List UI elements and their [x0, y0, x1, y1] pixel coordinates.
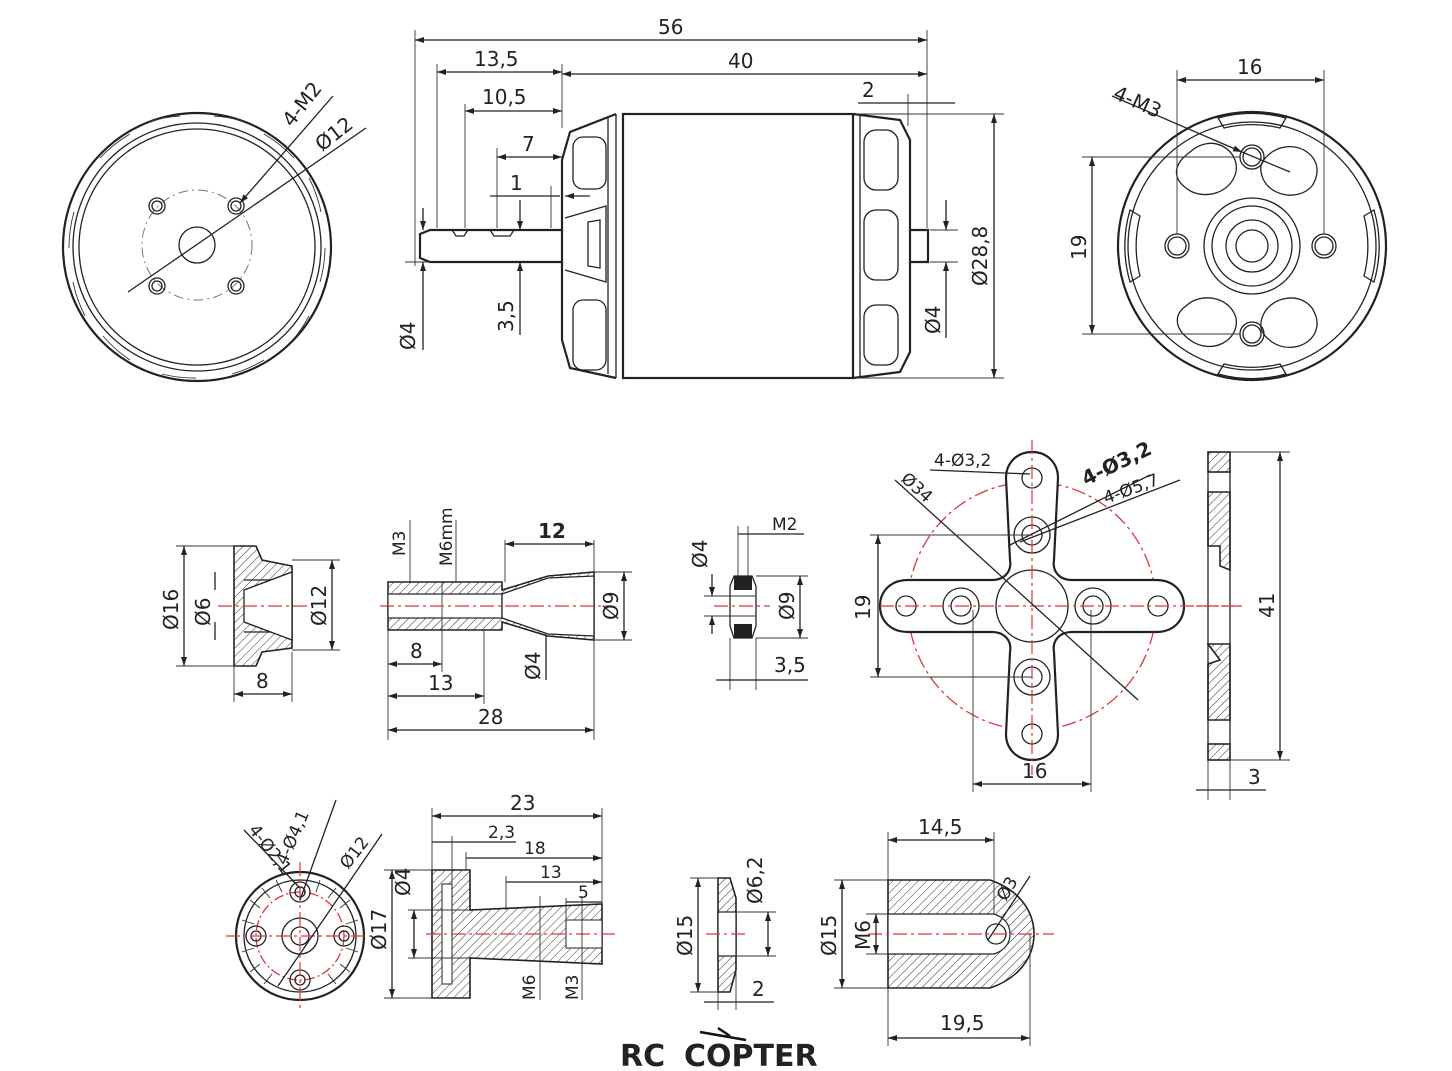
dim-can-diameter: Ø28,8: [968, 226, 992, 286]
part-spinner: 14,5 Ø3 Ø15 M6 19,5: [817, 815, 1054, 1046]
spinner-m6: M6: [851, 920, 875, 950]
adapter-len28: 28: [478, 705, 503, 729]
dim-shaft-front-d4: Ø4: [396, 322, 420, 350]
hub-len2-3: 2,3: [488, 823, 515, 843]
adapter-d9: Ø9: [599, 592, 623, 620]
adapter-m3: M3: [390, 531, 410, 556]
dim-13-5: 13,5: [474, 47, 519, 71]
spinner-d15: Ø15: [817, 915, 841, 956]
spinner-len19-5: 19,5: [940, 1011, 985, 1035]
dim-7: 7: [522, 132, 535, 156]
rear-holes-label: 4-M3: [1110, 81, 1165, 123]
hub-m3: M3: [563, 975, 583, 1000]
hub-d4: Ø4: [391, 868, 415, 896]
motor-side-view: 56 13,5 40 10,5 7 1 2 Ø4 3,5 Ø4: [396, 15, 1004, 380]
adapter-len8: 8: [410, 639, 423, 663]
cone-d16: Ø16: [159, 589, 183, 630]
nut-len: 3,5: [774, 653, 806, 677]
cross-outer-holes: 4-Ø3,2: [934, 451, 991, 471]
cross-v19: 19: [851, 595, 875, 620]
hub-big-holes: 4-Ø4,1: [272, 807, 314, 868]
part-cross-mount: Ø34 4-Ø3,2 4-Ø3,2 4-Ø5,7 19 16: [851, 436, 1240, 792]
dim-56: 56: [658, 15, 683, 39]
cone-d12: Ø12: [307, 585, 331, 626]
rc-copter-logo: RC COPTER: [620, 1026, 818, 1071]
plate-height-41: 41: [1255, 593, 1279, 618]
logo-copter: COPTER: [684, 1039, 818, 1071]
washer-d15: Ø15: [673, 915, 697, 956]
dim-10-5: 10,5: [482, 85, 527, 109]
hub-len18: 18: [524, 839, 546, 859]
part-prop-hub-top: 4-Ø2,1 4-Ø4,1 Ø12: [226, 799, 383, 1010]
motor-rear-view: 16 19 4-M3: [1067, 55, 1388, 382]
cross-h16: 16: [1022, 759, 1047, 783]
rear-spacing-19: 19: [1067, 235, 1091, 260]
part-washer: Ø15 Ø6,2 2: [673, 856, 776, 1010]
dim-2: 2: [862, 78, 875, 102]
hub-m6: M6: [520, 975, 540, 1000]
part-prop-hub-side: 23 2,3 18 13 5 Ø4 Ø17 M6 M3: [367, 791, 616, 1000]
logo-rc: RC: [620, 1039, 665, 1071]
adapter-len13: 13: [428, 671, 453, 695]
nut-d9: Ø9: [775, 592, 799, 620]
dim-1: 1: [510, 171, 523, 195]
hub-len13: 13: [540, 863, 562, 883]
adapter-d4: Ø4: [521, 652, 545, 680]
adapter-m6: M6mm: [437, 507, 457, 566]
adapter-len12: 12: [538, 519, 566, 543]
rear-spacing-16: 16: [1237, 55, 1262, 79]
spinner-len14-5: 14,5: [918, 815, 963, 839]
part-side-plate: 41 3: [1196, 451, 1290, 800]
dim-shaft-rear-d4: Ø4: [921, 306, 945, 334]
nut-d4: Ø4: [688, 540, 712, 568]
cone-d6: Ø6: [191, 598, 215, 626]
part-nut: M2 Ø4 Ø9 3,5: [688, 515, 808, 690]
cone-len8: 8: [256, 669, 269, 693]
nut-m2: M2: [772, 515, 797, 535]
cross-d34: Ø34: [897, 469, 936, 507]
part-adapter: 12 M3 M6mm Ø9 Ø4 8 13 28: [380, 507, 632, 740]
hub-len23: 23: [510, 791, 535, 815]
motor-front-view: 4-M2 Ø12: [61, 77, 367, 383]
part-cone: Ø16 Ø6 Ø12 8: [159, 545, 340, 702]
dim-40: 40: [728, 49, 753, 73]
hub-len5: 5: [578, 883, 589, 903]
washer-thick: 2: [752, 977, 765, 1001]
washer-d6-2: Ø6,2: [743, 856, 767, 904]
dim-3-5: 3,5: [494, 300, 518, 332]
front-circle-label: Ø12: [310, 112, 357, 156]
front-holes-label: 4-M2: [277, 77, 327, 131]
hub-d12: Ø12: [336, 833, 373, 873]
plate-thick-3: 3: [1248, 765, 1261, 789]
hub-d17: Ø17: [367, 909, 391, 950]
